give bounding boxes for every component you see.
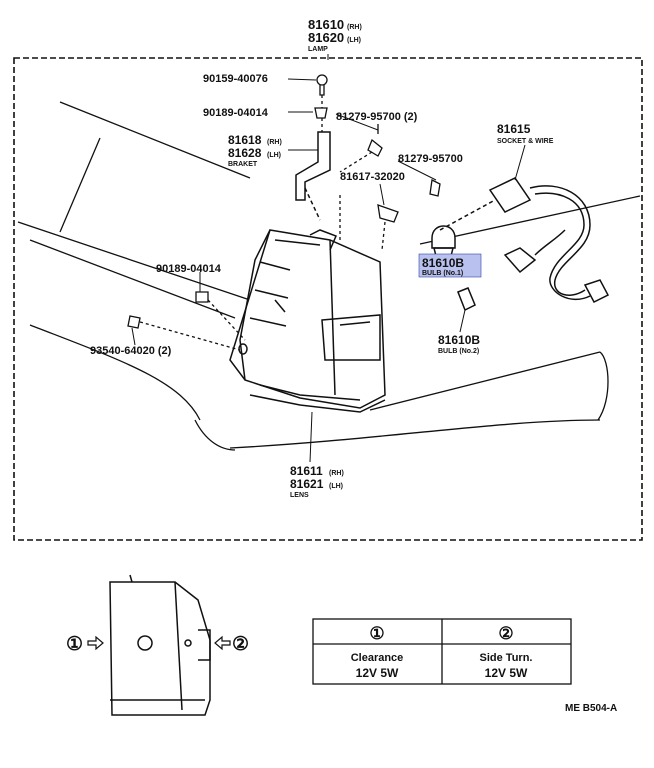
label-lens-rh: 81611 [290,464,323,478]
inset-markers: ① ② [66,634,249,655]
assembly-boundary [13,57,643,541]
label-bulb2: 81610B [438,333,480,347]
table-head-1: ① [369,624,384,643]
label-bracket-rh: 81618 [228,133,262,147]
lamp-assembly [229,229,386,413]
inset-marker-1: ① [66,634,83,655]
label-bracket-lh-suffix: (LH) [267,152,281,159]
bulb-table: ① ② Clearance 12V 5W Side Turn. 12V 5W [312,618,572,685]
socket-wire [488,177,610,303]
label-lens-lh-suffix: (LH) [329,483,343,490]
table-cell-sideturn-spec: 12V 5W [485,666,528,680]
label-bulb1: 81610B [422,256,464,270]
lamp-part-number-lh: 81620 [308,30,344,45]
leader-lines [131,78,526,463]
inset-view [109,574,211,716]
label-bracket-name: BRAKET [228,161,258,168]
bracket-part [295,131,331,221]
label-screw-right-b: 81279-95700 [398,153,463,165]
label-screw-right-a: 81279-95700 (2) [336,111,418,123]
label-bulb2-name: BULB (No.2) [438,348,479,355]
label-bracket-lh: 81628 [228,146,262,160]
label-nut-top: 90189-04014 [203,107,269,119]
bulbs [431,199,496,312]
table-cell-clearance: Clearance [351,652,404,664]
part-labels: 90159-40076 90189-04014 81279-95700 (2) … [90,73,554,499]
table-cell-clearance-spec: 12V 5W [356,666,399,680]
table-cell-sideturn: Side Turn. [480,652,533,664]
label-clip: 81617-32020 [340,171,405,183]
bulb1-highlight [418,253,482,278]
label-nut-left: 90189-04014 [156,263,222,275]
lamp-label: LAMP [308,46,328,53]
diagram-code: ME B504-A [565,703,617,714]
lamp-rh-suffix: (RH) [347,24,362,31]
label-screw-top: 90159-40076 [203,73,268,85]
fasteners [127,74,441,351]
label-lens-rh-suffix: (RH) [329,470,344,477]
inset-bulb-socket-1 [137,635,153,651]
arrow-right-icon [87,635,104,651]
label-bracket-rh-suffix: (RH) [267,139,282,146]
label-lens-name: LENS [290,492,309,499]
inset-bulb-socket-2 [184,639,192,647]
label-bulb1-name: BULB (No.1) [422,270,463,277]
label-socket-name: SOCKET & WIRE [497,138,554,145]
label-screw-left: 93540-64020 (2) [90,345,172,357]
header-labels: 81610 (RH) 81620 (LH) LAMP [308,17,362,60]
lamp-lh-suffix: (LH) [347,37,361,44]
table-head-2: ② [498,624,513,643]
label-socket: 81615 [497,122,531,136]
arrow-left-icon [214,635,231,651]
lamp-part-number-rh: 81610 [308,17,344,32]
inset-marker-2: ② [232,634,249,655]
label-lens-lh: 81621 [290,477,324,491]
body-outline [17,101,641,451]
